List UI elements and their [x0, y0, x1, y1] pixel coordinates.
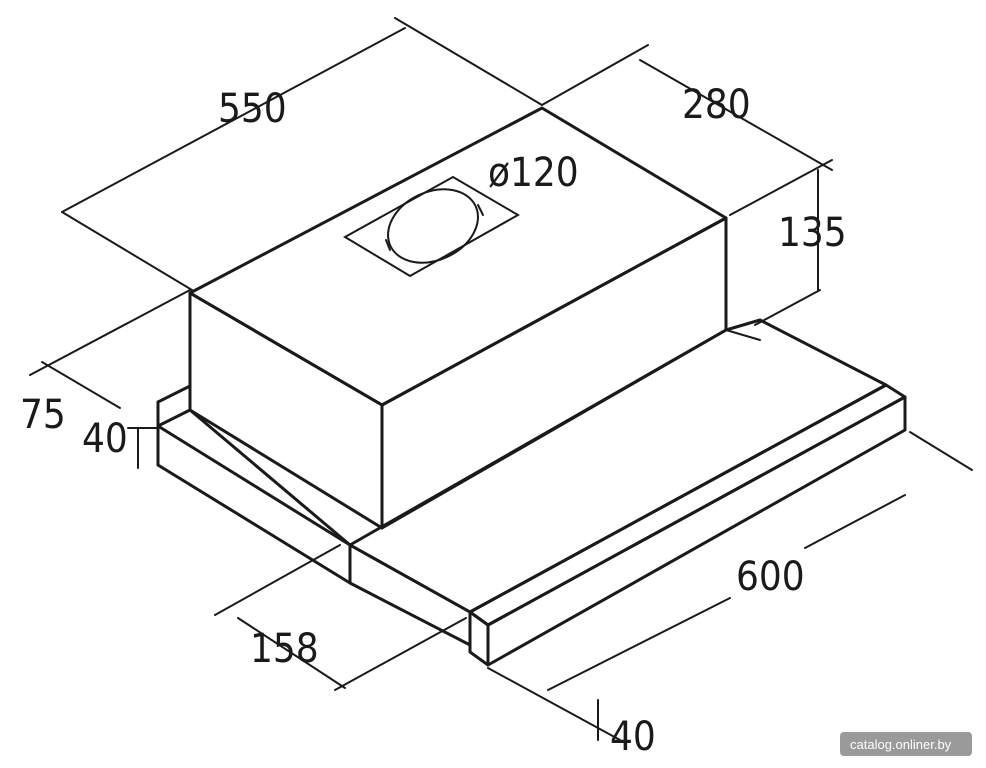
hood-body	[156, 106, 907, 667]
dim-550-line	[61, 27, 406, 213]
dim-280-line	[639, 59, 833, 171]
dim-135-ext-bottom	[754, 289, 821, 326]
upper-box-right-face	[380, 216, 728, 530]
lower-panel-inner-edge	[188, 408, 352, 547]
dim-280-ext-top	[541, 44, 649, 106]
dim-158-line-lower	[334, 617, 467, 691]
watermark-text: catalog.onliner.by	[850, 737, 952, 752]
dimension-lines	[29, 17, 973, 741]
watermark-background	[840, 732, 972, 756]
lower-panel-left-top	[156, 384, 192, 428]
dim-600-line	[547, 597, 731, 691]
duct-edge-left	[385, 239, 391, 251]
dim-600-ext	[909, 431, 973, 471]
duct-edge-right	[477, 204, 484, 216]
label-40-left: 40	[82, 416, 128, 462]
slide-panel-top	[348, 318, 888, 614]
label-280: 280	[682, 82, 751, 128]
slide-panel-front	[348, 543, 472, 647]
slide-panel-rail	[725, 329, 761, 341]
upper-box-top-face	[188, 106, 728, 407]
dim-280-ext-right	[729, 159, 833, 216]
label-550: 550	[218, 86, 287, 132]
handle-bar-front	[486, 395, 907, 667]
watermark: catalog.onliner.by	[840, 732, 972, 756]
dim-75-ext	[29, 289, 191, 376]
label-40-bottom: 40	[610, 714, 656, 760]
dim-75-line	[41, 361, 121, 409]
label-135: 135	[778, 210, 847, 256]
handle-bar-top	[468, 383, 907, 627]
dim-550-ext-right	[394, 17, 543, 106]
duct-outlet	[343, 175, 521, 278]
duct-circle	[387, 188, 479, 264]
label-600: 600	[736, 554, 805, 600]
dim-550-ext-left	[61, 211, 193, 291]
dim-600-line-upper	[804, 494, 906, 549]
handle-bar-end	[468, 610, 490, 667]
dimension-labels: 550 280 ø120 135 75 40 158 600 40	[20, 82, 847, 760]
dim-158-line	[214, 544, 341, 616]
label-75: 75	[20, 392, 66, 438]
dim-158-ext	[237, 617, 346, 689]
label-158: 158	[250, 626, 319, 672]
label-duct-diameter: ø120	[488, 150, 579, 196]
dim-40-bottom-line	[487, 667, 621, 741]
